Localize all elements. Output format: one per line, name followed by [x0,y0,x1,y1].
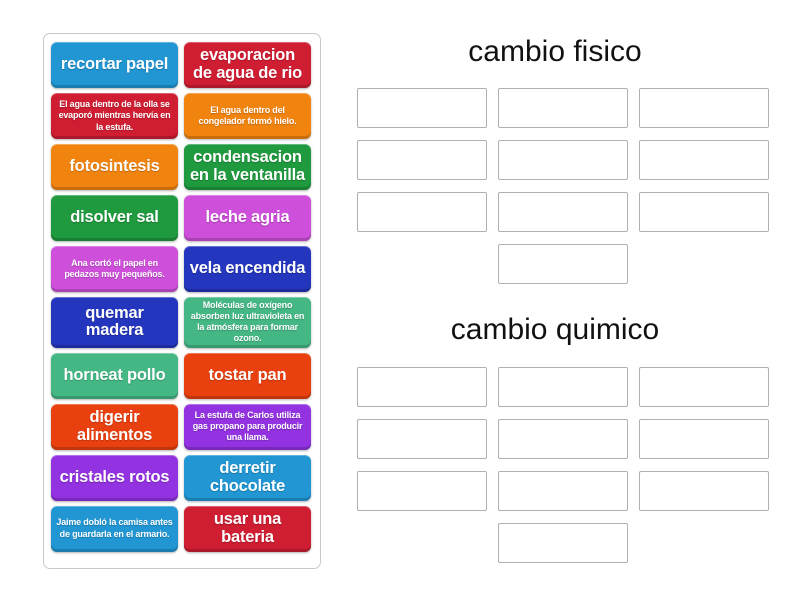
word-tile[interactable]: usar una bateria [184,505,311,552]
drop-slot[interactable] [498,523,628,563]
drop-slot[interactable] [357,88,487,128]
drop-slot[interactable] [639,367,769,407]
word-tile[interactable]: evaporacion de agua de rio [184,42,311,88]
word-tile[interactable]: horneat pollo [51,352,178,399]
word-tile[interactable]: tostar pan [184,352,311,399]
drop-slot[interactable] [498,192,628,232]
word-tile[interactable]: disolver sal [51,195,178,241]
drop-slot[interactable] [498,367,628,407]
drop-slot[interactable] [357,140,487,180]
word-tile[interactable]: recortar papel [51,42,178,88]
drop-slot[interactable] [357,367,487,407]
drop-slot[interactable] [639,192,769,232]
drop-slot[interactable] [357,471,487,511]
drop-slot[interactable] [639,88,769,128]
word-tile[interactable]: vela encendida [184,246,311,292]
word-tile[interactable]: Moléculas de oxígeno absorben luz ultrav… [184,297,311,348]
drop-slot[interactable] [357,419,487,459]
word-tile[interactable]: quemar madera [51,297,178,348]
drop-zone-group-cambio-quimico [357,367,771,563]
category-title-cambio-quimico: cambio quimico [450,313,660,346]
word-tile[interactable]: Ana cortó el papel en pedazos muy pequeñ… [51,246,178,292]
drop-slot[interactable] [639,140,769,180]
word-tile[interactable]: condensacion en la ventanilla [184,144,311,190]
category-title-cambio-fisico: cambio fisico [468,35,642,68]
drop-zone-group-cambio-fisico [357,88,771,284]
drop-slot[interactable] [357,192,487,232]
word-tile[interactable]: derretir chocolate [184,454,311,501]
drop-slot[interactable] [639,419,769,459]
word-tile[interactable]: cristales rotos [51,454,178,501]
word-tile[interactable]: Jaime dobló la camisa antes de guardarla… [51,505,178,552]
word-tile[interactable]: digerir alimentos [51,403,178,450]
drop-slot[interactable] [498,419,628,459]
word-tile[interactable]: La estufa de Carlos utiliza gas propano … [184,403,311,450]
drop-slot[interactable] [498,88,628,128]
drop-slot[interactable] [498,140,628,180]
drop-slot[interactable] [498,471,628,511]
word-tile[interactable]: El agua dentro del congelador formó hiel… [184,93,311,139]
word-tile[interactable]: fotosintesis [51,144,178,190]
drop-slot[interactable] [498,244,628,284]
word-tile[interactable]: El agua dentro de la olla se evaporó mie… [51,93,178,139]
drop-slot[interactable] [639,471,769,511]
word-tile[interactable]: leche agria [184,195,311,241]
